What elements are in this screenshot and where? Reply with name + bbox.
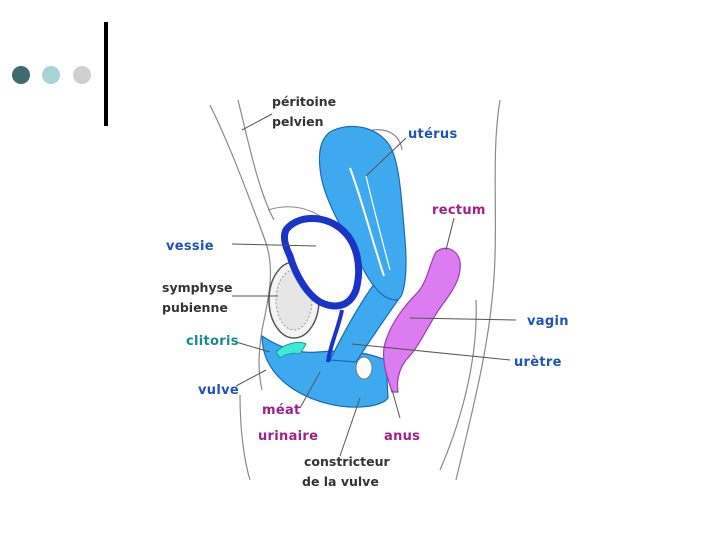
label-uterus: utérus xyxy=(408,127,458,142)
label-symphyse-line1: symphyse xyxy=(162,280,233,295)
label-rectum: rectum xyxy=(432,203,486,218)
label-peritoine-line1: péritoine xyxy=(272,94,336,109)
label-meat-line2: urinaire xyxy=(258,429,318,444)
label-symphyse-line2: pubienne xyxy=(162,300,228,315)
label-peritoine-line2: pelvien xyxy=(272,114,324,129)
label-uretre: urètre xyxy=(514,355,562,370)
label-constricteur-line2: de la vulve xyxy=(302,474,379,489)
label-meat-line1: méat xyxy=(262,403,301,418)
label-vessie: vessie xyxy=(166,239,214,254)
label-clitoris: clitoris xyxy=(186,334,239,349)
label-vagin: vagin xyxy=(527,314,569,329)
label-vulve: vulve xyxy=(198,383,239,398)
anal-sphincter-shape xyxy=(356,357,372,379)
label-constricteur-line1: constricteur xyxy=(304,454,391,469)
label-anus: anus xyxy=(384,429,420,444)
